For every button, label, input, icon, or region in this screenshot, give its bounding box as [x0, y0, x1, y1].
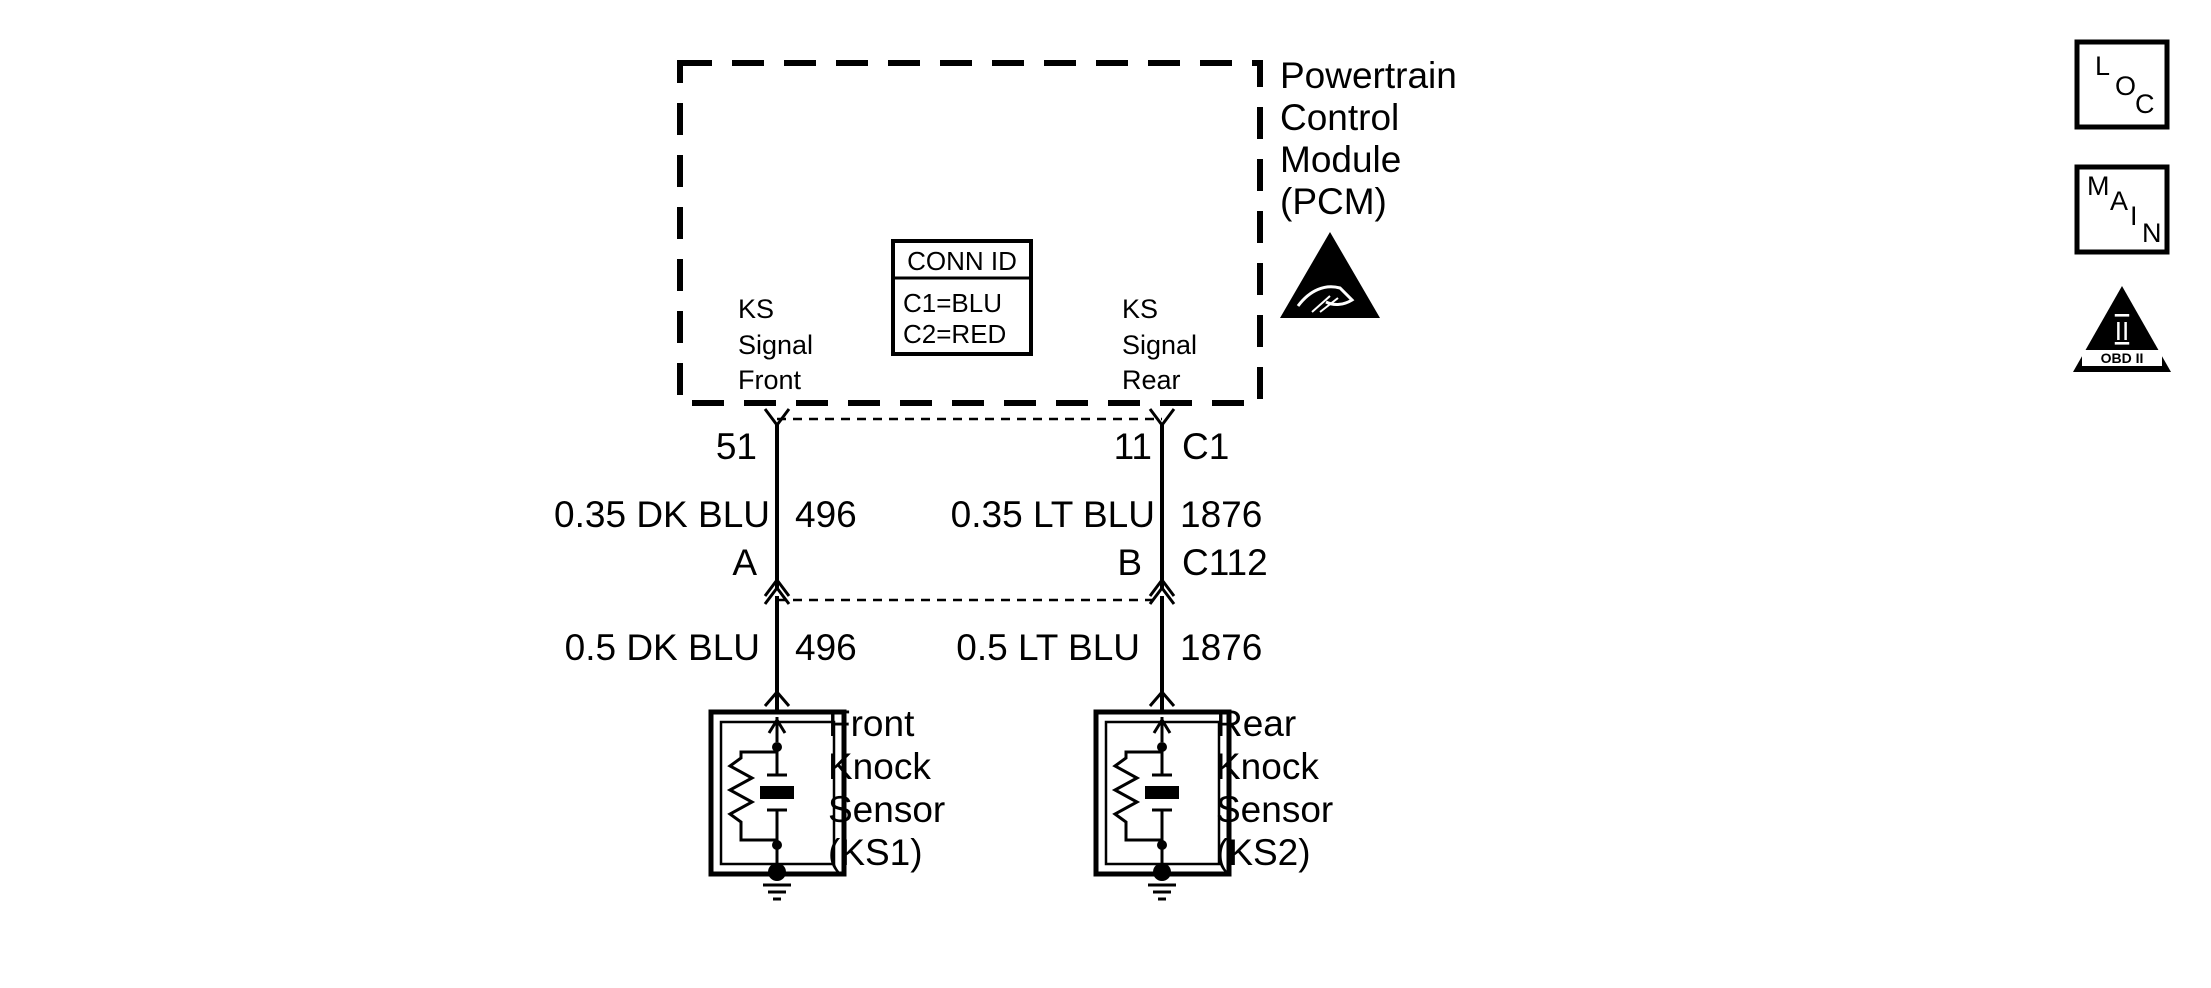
rear-sensor-terminal — [1148, 689, 1176, 707]
main-letter-2: A — [2110, 186, 2128, 216]
front-c112-cavity: A — [732, 542, 757, 583]
obd-ii-caption: OBD II — [2101, 350, 2144, 366]
pin-label-rear: KS Signal Rear — [1122, 294, 1197, 395]
rear-circuit — [1148, 408, 1176, 722]
rear-lower-wire-color: 0.5 LT BLU — [956, 627, 1140, 668]
rear-c112-terminal-bottom — [1148, 585, 1176, 605]
rear-sensor-ground-icon — [1153, 863, 1171, 881]
rear-knock-sensor — [1093, 709, 1232, 901]
front-c112-terminal-bottom — [763, 585, 791, 605]
loc-letter-2: O — [2115, 71, 2136, 101]
loc-icon[interactable]: L O C — [2074, 39, 2170, 130]
front-c112-terminal-top — [763, 577, 791, 597]
obd-ii-roman: II — [2115, 316, 2129, 346]
pin-label-front-line-2: Signal — [738, 330, 813, 360]
rear-sensor-label-line-4: (KS2) — [1216, 832, 1311, 873]
front-sensor-label-line-4: (KS1) — [828, 832, 923, 873]
front-circuit — [763, 408, 791, 722]
pin-label-front-line-1: KS — [738, 294, 774, 324]
rear-sensor-label: Rear Knock Sensor (KS2) — [1216, 703, 1333, 873]
main-letter-4: N — [2142, 218, 2162, 248]
pcm-name: Powertrain Control Module (PCM) — [1280, 55, 1457, 222]
main-letter-1: M — [2087, 171, 2110, 201]
inline-connector-id: C112 — [1182, 542, 1268, 583]
front-upper-wire-color: 0.35 DK BLU — [554, 494, 770, 535]
pin-label-rear-line-3: Rear — [1122, 365, 1181, 395]
front-sensor-label: Front Knock Sensor (KS1) — [828, 703, 945, 873]
front-lower-wire-color: 0.5 DK BLU — [565, 627, 760, 668]
rear-c112-cavity: B — [1117, 542, 1142, 583]
pin-label-front-line-3: Front — [738, 365, 802, 395]
connector-id-title: CONN ID — [907, 246, 1017, 276]
front-lower-wire-circuit: 496 — [795, 627, 857, 668]
front-knock-sensor — [708, 709, 847, 901]
connector-id-row-2: C2=RED — [903, 319, 1006, 349]
front-sensor-ground-icon — [768, 863, 786, 881]
rear-lower-wire-circuit: 1876 — [1180, 627, 1262, 668]
pin-label-front: KS Signal Front — [738, 294, 813, 395]
front-sensor-label-line-3: Sensor — [828, 789, 945, 830]
front-pcm-terminal — [763, 408, 791, 428]
pin-label-rear-line-2: Signal — [1122, 330, 1197, 360]
pcm-module-box — [677, 60, 1263, 406]
pcm-name-line-3: Module — [1280, 139, 1401, 180]
front-sensor-label-line-2: Knock — [828, 746, 931, 787]
obd-ii-icon[interactable]: II OBD II — [2073, 286, 2171, 372]
loc-letter-3: C — [2135, 89, 2155, 119]
rear-sensor-label-line-1: Rear — [1216, 703, 1296, 744]
pcm-name-line-2: Control — [1280, 97, 1399, 138]
connector-id-box: CONN ID C1=BLU C2=RED — [891, 239, 1033, 356]
pcm-name-line-1: Powertrain — [1280, 55, 1457, 96]
connector-id-row-1: C1=BLU — [903, 288, 1002, 318]
rear-sensor-label-line-3: Sensor — [1216, 789, 1333, 830]
rear-c112-terminal-top — [1148, 577, 1176, 597]
rear-upper-wire-color: 0.35 LT BLU — [951, 494, 1155, 535]
esd-sensitive-icon — [1280, 232, 1380, 318]
rear-sensor-label-line-2: Knock — [1216, 746, 1319, 787]
pcm-name-line-4: (PCM) — [1280, 181, 1387, 222]
front-sensor-terminal — [763, 689, 791, 707]
loc-letter-1: L — [2095, 51, 2110, 81]
main-letter-3: I — [2130, 201, 2138, 231]
rear-upper-wire-circuit: 1876 — [1180, 494, 1262, 535]
front-upper-wire-circuit: 496 — [795, 494, 857, 535]
rear-pcm-connector-id: C1 — [1182, 426, 1229, 467]
main-icon[interactable]: M A I N — [2074, 164, 2170, 255]
front-sensor-label-line-1: Front — [828, 703, 915, 744]
rear-pcm-terminal — [1148, 408, 1176, 428]
pin-label-rear-line-1: KS — [1122, 294, 1158, 324]
front-pin-number: 51 — [716, 426, 757, 467]
rear-pin-number: 11 — [1114, 426, 1152, 467]
